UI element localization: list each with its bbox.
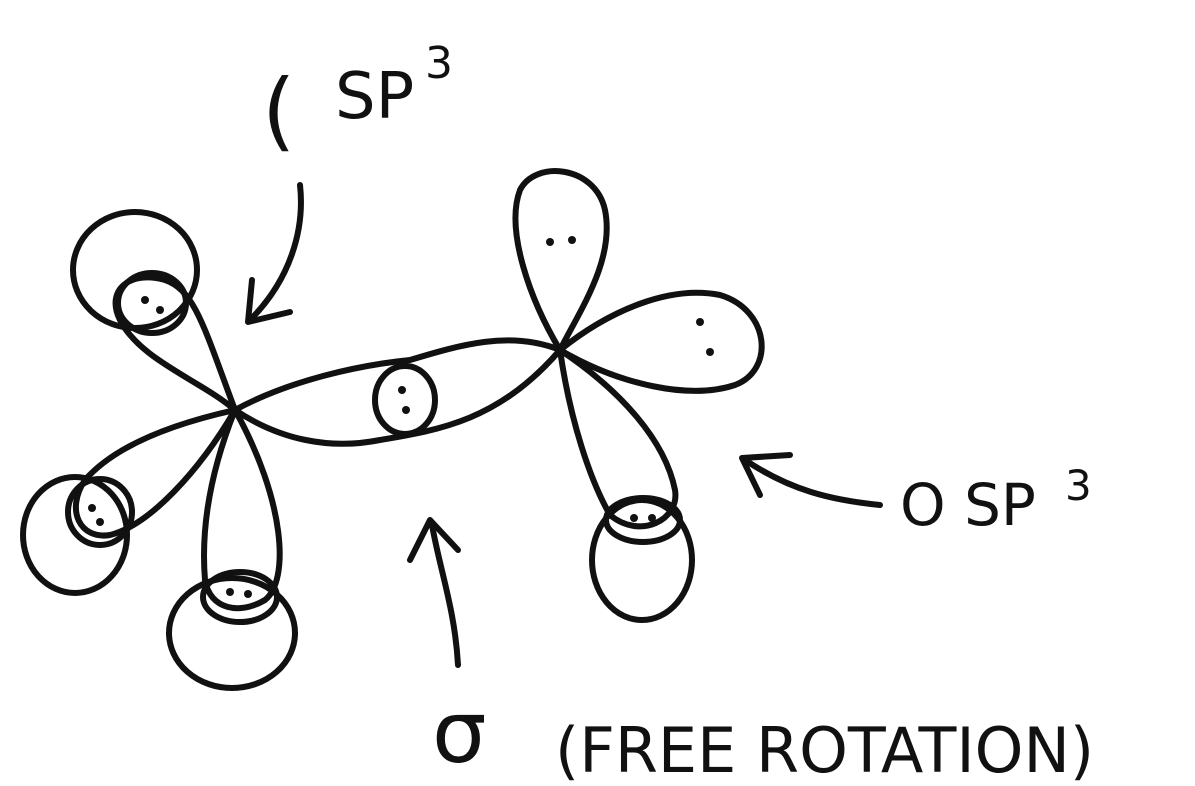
electron-dot <box>630 514 638 522</box>
sigma-symbol: σ <box>432 683 487 783</box>
electron-dot <box>706 348 714 356</box>
carbon-lobe-lower-left <box>73 407 238 539</box>
carbon-atom <box>20 209 298 691</box>
oxygen-small-circle-lower <box>603 495 683 545</box>
labels: ( SP 3 O SP 3 σ (FREE ROTATION) <box>262 38 1094 786</box>
carbon-small-circle-lower-left <box>65 476 135 548</box>
electron-dot <box>398 386 406 394</box>
carbon-small-circle-upper-left <box>115 270 189 336</box>
oxygen-label-text: O SP <box>900 471 1036 539</box>
oxygen-lobe-right <box>557 289 765 394</box>
oxygen-label-arrowhead <box>739 452 793 498</box>
oxygen-lobe-top <box>512 168 610 353</box>
oxygen-label-superscript: 3 <box>1065 461 1092 510</box>
oxygen-lobe-lower <box>557 347 679 530</box>
oxygen-label-arrow <box>742 457 883 508</box>
sigma-label-arrowhead <box>407 517 461 563</box>
electron-dot <box>568 236 576 244</box>
carbon-hydrogen-orbital-upper-left <box>70 209 200 331</box>
electron-dot <box>696 318 704 326</box>
carbon-hydrogen-orbital-lower-left <box>20 474 130 596</box>
sigma-label-arrow <box>429 522 461 668</box>
carbon-lobe-lower <box>201 407 283 612</box>
arrows <box>245 182 883 668</box>
sigma-bond-lower-lobe <box>232 347 563 447</box>
oxygen-atom <box>512 168 765 623</box>
electron-dot <box>156 306 164 314</box>
carbon-small-circle-lower <box>200 569 280 625</box>
sigma-note: (FREE ROTATION) <box>555 714 1094 786</box>
carbon-lobe-upper-left <box>112 274 238 413</box>
electron-dot <box>244 590 252 598</box>
electron-dot <box>546 238 554 246</box>
carbon-label-text: SP <box>335 60 414 134</box>
electron-dot <box>402 406 410 414</box>
carbon-label-superscript: 3 <box>425 38 453 89</box>
electron-dot <box>88 504 96 512</box>
carbon-label-arrow <box>247 182 304 323</box>
electron-dot <box>96 518 104 526</box>
electron-dot <box>648 514 656 522</box>
electron-dot <box>141 296 149 304</box>
sigma-bond <box>232 337 563 447</box>
carbon-label-arrowhead <box>245 277 293 325</box>
electron-dot <box>226 588 234 596</box>
sigma-bond-upper-lobe <box>232 337 563 413</box>
sigma-bond-electron-pair-circle <box>372 363 438 437</box>
carbon-hydrogen-orbital-lower <box>166 575 298 691</box>
carbon-label-paren: ( <box>262 61 296 161</box>
